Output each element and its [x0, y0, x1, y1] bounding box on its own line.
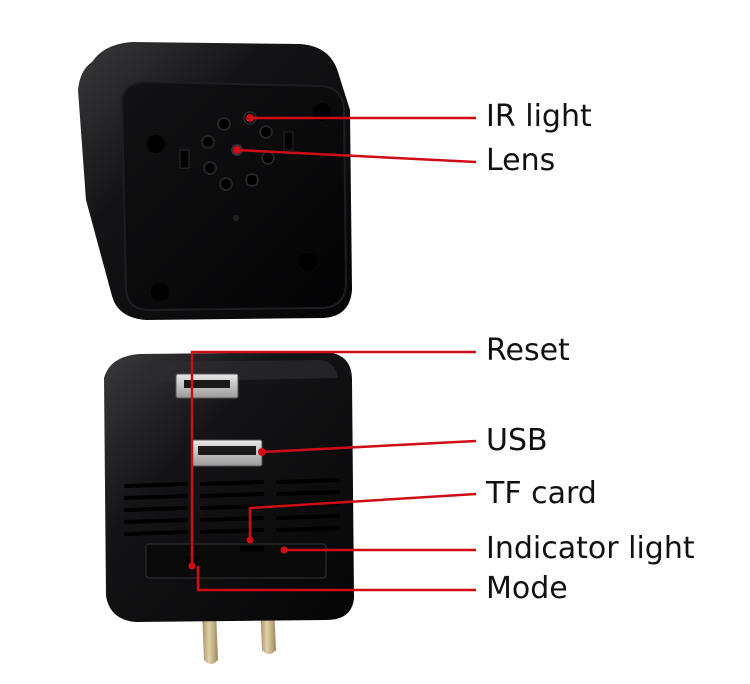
charger-back-view	[104, 352, 354, 664]
leader-reset	[190, 350, 476, 568]
label-mode: Mode	[486, 571, 568, 606]
leader-lens	[236, 148, 477, 164]
screw-hole	[299, 253, 317, 271]
label-lens: Lens	[486, 143, 556, 178]
label-usb: USB	[486, 423, 548, 458]
face-slot	[283, 131, 294, 151]
leader-dot	[258, 448, 266, 456]
tf-card-slot	[240, 546, 264, 551]
leader-dot	[233, 146, 241, 154]
screw-hole	[313, 103, 331, 121]
label-tf-card: TF card	[486, 476, 597, 511]
label-reset: Reset	[486, 333, 570, 368]
usb-port	[191, 439, 263, 467]
leader-dots	[188, 114, 288, 570]
label-indicator-light: Indicator light	[486, 531, 695, 566]
screw-hole	[151, 283, 169, 301]
face-slot	[179, 149, 190, 169]
front-device-face	[120, 80, 348, 312]
leader-usb	[261, 439, 477, 454]
ir-led-array	[201, 111, 275, 191]
leader-dot	[246, 114, 254, 122]
microphone-hole	[233, 215, 239, 221]
leader-lines	[190, 116, 477, 592]
leader-dot	[246, 536, 254, 544]
camera-front-view	[78, 42, 352, 320]
leader-dot	[188, 562, 196, 570]
leader-dot	[280, 546, 288, 554]
label-ir-light: IR light	[486, 99, 592, 134]
screw-hole	[147, 135, 165, 153]
leader-tf-card	[248, 492, 477, 540]
leader-mode	[196, 566, 476, 592]
usb-port	[175, 373, 239, 399]
